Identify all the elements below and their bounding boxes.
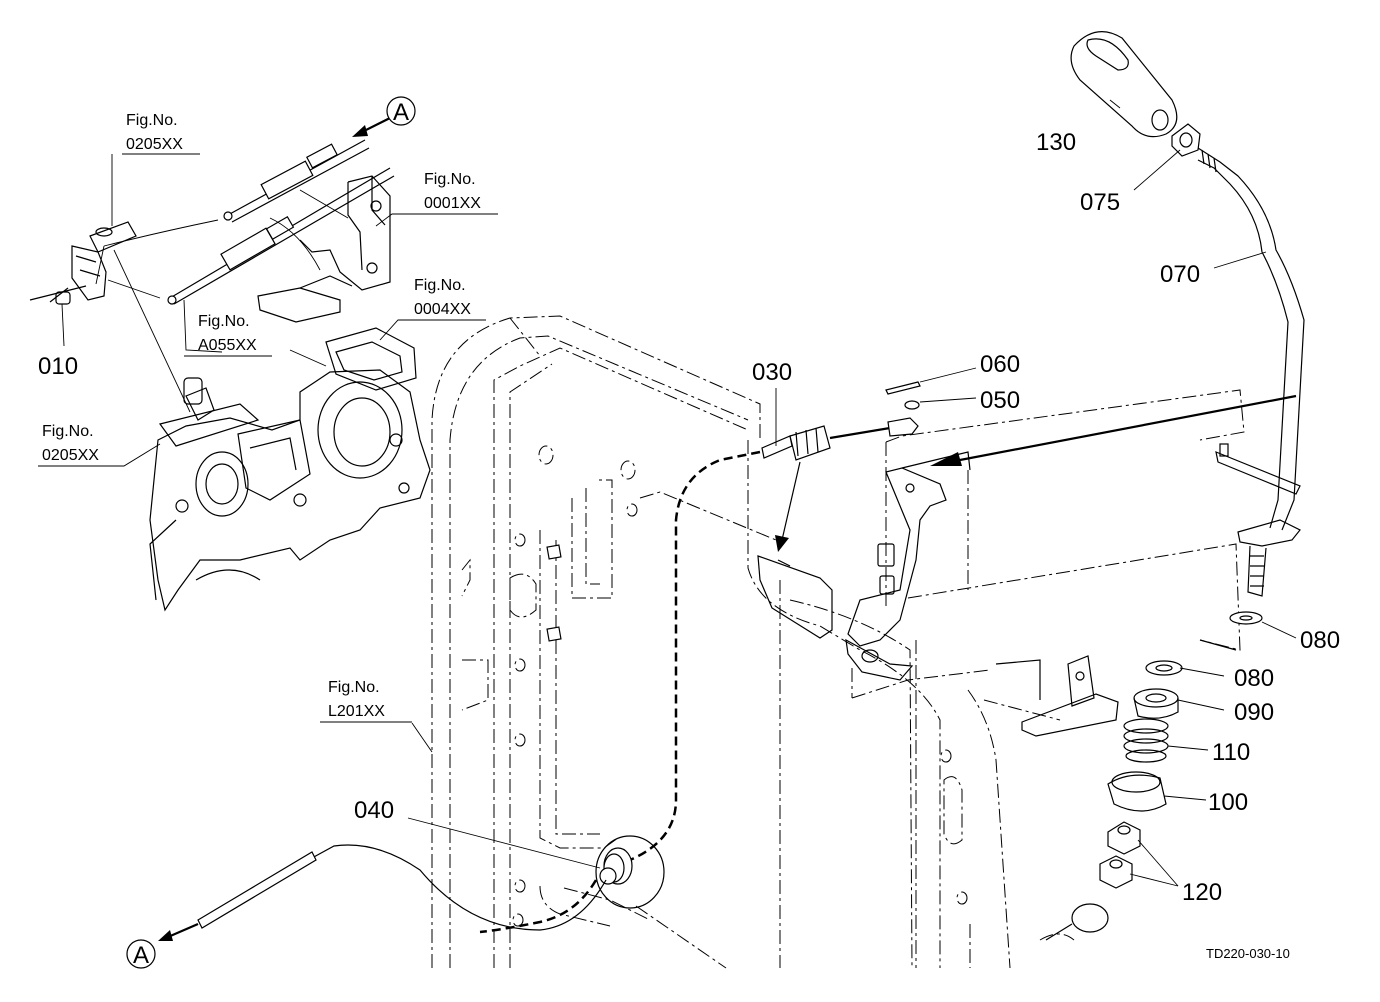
figure-reference: Fig.No. L201XX xyxy=(320,679,412,723)
figure-reference: Fig.No. 0205XX xyxy=(122,112,200,155)
drawing-code: TD220-030-10 xyxy=(1206,946,1290,961)
callout-075: 075 xyxy=(1080,189,1120,216)
callout-030: 030 xyxy=(752,359,792,386)
callout-130: 130 xyxy=(1036,129,1076,156)
support-bracket xyxy=(257,175,391,323)
lever-guide-bracket xyxy=(757,389,1245,941)
fig-label: Fig.No. xyxy=(126,112,178,129)
throttle-cable xyxy=(761,367,977,552)
cable-route xyxy=(629,450,761,862)
connector-label: A xyxy=(133,942,149,969)
fig-label: Fig.No. xyxy=(198,313,250,330)
callout-120: 120 xyxy=(1182,879,1222,906)
callout-080: 080 xyxy=(1300,627,1340,654)
callout-090: 090 xyxy=(1234,699,1274,726)
callout-010: 010 xyxy=(38,353,78,380)
fig-label: Fig.No. xyxy=(328,679,380,696)
callout-060: 060 xyxy=(980,351,1020,378)
figure-reference: Fig.No. 0001XX xyxy=(410,171,498,215)
connector-label: A xyxy=(393,99,409,126)
connector-a-bottom: A xyxy=(126,939,156,969)
spring-stack xyxy=(1099,660,1183,889)
fig-number: 0001XX xyxy=(424,195,481,212)
fig-number: A055XX xyxy=(198,337,257,354)
fig-number: 0205XX xyxy=(126,136,183,153)
callout-100: 100 xyxy=(1208,789,1248,816)
fig-label: Fig.No. xyxy=(414,277,466,294)
figure-reference: Fig.No. A055XX xyxy=(184,313,272,357)
figure-reference: Fig.No. 0004XX xyxy=(410,277,486,321)
callout-080: 080 xyxy=(1234,665,1274,692)
shift-lever xyxy=(930,31,1305,651)
control-cable-assembly xyxy=(167,116,395,305)
cable-route-lower xyxy=(479,879,598,934)
cab-frame xyxy=(431,315,1075,969)
callout-040: 040 xyxy=(354,797,394,824)
fig-number: 0205XX xyxy=(42,447,99,464)
callout-110: 110 xyxy=(1212,739,1250,766)
lower-cable xyxy=(158,844,607,941)
callout-050: 050 xyxy=(980,387,1020,414)
figure-reference: Fig.No. 0205XX xyxy=(38,423,124,467)
cable-grommet xyxy=(595,835,665,909)
callout-070: 070 xyxy=(1160,261,1200,288)
fig-number: 0004XX xyxy=(414,301,471,318)
transmission-case xyxy=(149,327,431,612)
shift-linkage xyxy=(29,219,219,413)
fig-label: Fig.No. xyxy=(42,423,94,440)
fig-label: Fig.No. xyxy=(424,171,476,188)
fig-number: L201XX xyxy=(328,703,385,720)
connector-a-top: A xyxy=(386,96,416,126)
